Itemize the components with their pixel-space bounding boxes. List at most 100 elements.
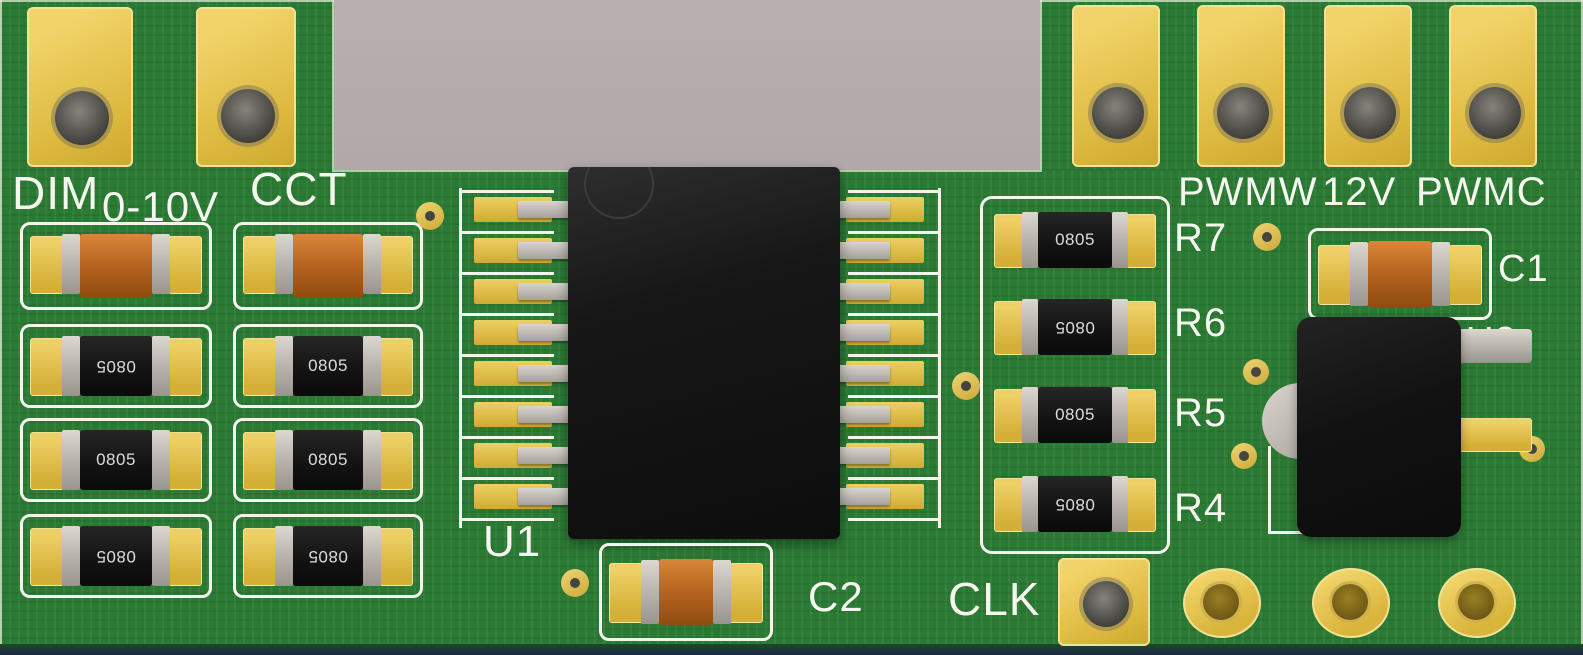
solder-pad — [994, 214, 1024, 268]
label-c2: C2 — [808, 573, 864, 620]
solder-pad — [168, 236, 202, 294]
solder-pad — [379, 338, 413, 396]
label-cct: CCT — [250, 163, 348, 215]
resistor-body: 0805 — [80, 526, 152, 586]
board-edge — [1040, 0, 1583, 2]
resistor-body: 0805 — [1038, 299, 1112, 355]
component-marking: 0805 — [1055, 495, 1095, 514]
ic-u1-body — [568, 167, 840, 539]
ic-pin — [838, 488, 890, 505]
solder-pad — [168, 528, 202, 586]
label-c1: C1 — [1498, 248, 1549, 290]
solder-pad — [379, 236, 413, 294]
silkscreen-line — [462, 190, 554, 193]
smd-resistor-r4: 0805 — [986, 468, 1164, 540]
silkscreen-line — [462, 395, 554, 398]
silkscreen-line — [848, 518, 938, 521]
smd-resistor: 0805 — [233, 418, 423, 502]
silkscreen-line — [1268, 531, 1308, 534]
solder-pad — [30, 236, 64, 294]
smd-resistor-r5: 0805 — [986, 379, 1164, 451]
silkscreen-line — [848, 272, 938, 275]
silkscreen-line — [462, 231, 554, 234]
terminal — [275, 336, 293, 396]
silkscreen-outline — [20, 514, 212, 598]
component-marking: 0805 — [1055, 230, 1095, 249]
drill-hole — [1203, 584, 1239, 620]
silkscreen-line — [462, 477, 554, 480]
solder-pad — [168, 338, 202, 396]
smd-capacitor-c2 — [599, 543, 773, 641]
solder-pad — [379, 432, 413, 490]
terminal — [1112, 212, 1128, 268]
terminal — [1022, 212, 1038, 268]
board-bottom-edge — [0, 644, 1583, 655]
silkscreen-outline — [233, 514, 423, 598]
silkscreen-outline — [20, 324, 212, 408]
capacitor-body — [80, 234, 152, 298]
label-u1: U1 — [483, 517, 542, 566]
label-pwmc: PWMC — [1416, 170, 1547, 214]
label-r4: R4 — [1174, 486, 1228, 530]
resistor-body: 0805 — [1038, 212, 1112, 268]
oval-pad — [1312, 568, 1390, 638]
component-marking: 0805 — [1055, 405, 1095, 424]
smd-resistor: 0805 — [20, 418, 212, 502]
label-0-10v: 0-10V — [102, 183, 220, 230]
solder-pad — [994, 478, 1024, 532]
smd-resistor: 0805 — [20, 324, 212, 408]
drill-hole — [1217, 87, 1269, 139]
solder-pad — [243, 528, 277, 586]
silkscreen-line — [848, 231, 938, 234]
smd-capacitor — [20, 222, 212, 310]
silkscreen-line — [1268, 446, 1271, 534]
resistor-body: 0805 — [80, 336, 152, 396]
solder-pad — [609, 563, 643, 623]
solder-pad — [168, 432, 202, 490]
via — [561, 569, 589, 597]
ic-pin — [518, 242, 570, 259]
terminal — [1432, 242, 1450, 306]
smd-capacitor — [233, 222, 423, 310]
silkscreen-outline — [20, 418, 212, 502]
terminal — [152, 526, 170, 586]
ic-pin — [518, 324, 570, 341]
silkscreen-line — [462, 354, 554, 357]
component-marking: 0805 — [1055, 318, 1095, 337]
through-hole-pad — [196, 7, 296, 167]
board-edge — [332, 0, 334, 170]
ic-pin — [518, 447, 570, 464]
drill-hole — [1083, 581, 1129, 627]
silkscreen-outline — [233, 324, 423, 408]
silkscreen-outline — [980, 196, 1170, 554]
terminal — [62, 234, 80, 294]
ic-pin — [518, 365, 570, 382]
board-edge — [1040, 0, 1042, 170]
silkscreen-line — [848, 436, 938, 439]
smd-resistor: 0805 — [233, 514, 423, 598]
terminal — [641, 560, 659, 624]
smd-resistor: 0805 — [233, 324, 423, 408]
component-marking: 0805 — [308, 547, 348, 566]
silkscreen-outline — [599, 543, 773, 641]
silkscreen-line — [459, 188, 462, 528]
resistor-body: 0805 — [1038, 476, 1112, 532]
terminal — [1112, 387, 1128, 443]
ic-pin — [838, 365, 890, 382]
terminal — [62, 336, 80, 396]
silkscreen-line — [462, 313, 554, 316]
terminal — [1112, 299, 1128, 355]
terminal — [1022, 476, 1038, 532]
through-hole-pad — [1197, 5, 1285, 167]
label-clk: CLK — [948, 573, 1041, 625]
label-dim: DIM — [12, 167, 100, 219]
terminal — [1022, 387, 1038, 443]
component-marking: 0805 — [96, 547, 136, 566]
terminal — [363, 526, 381, 586]
solder-pad — [994, 301, 1024, 355]
drill-hole — [1092, 87, 1144, 139]
ic-pin — [838, 201, 890, 218]
oval-pad — [1438, 568, 1516, 638]
silkscreen-outline — [233, 222, 423, 310]
via — [1253, 223, 1281, 251]
